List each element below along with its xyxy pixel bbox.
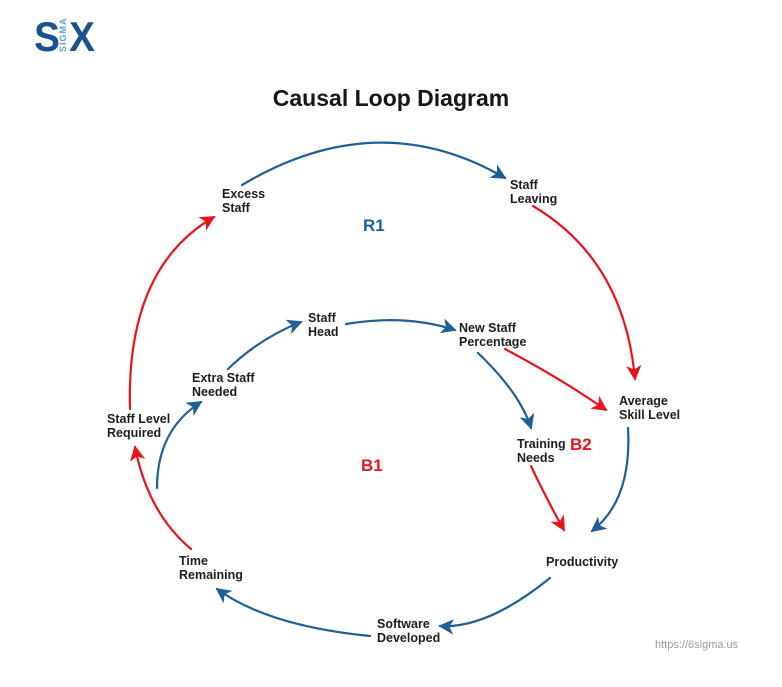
logo-letter-x: X: [69, 13, 95, 60]
arrow-staff-leaving-to-average-skill-level: [531, 204, 642, 381]
arrow-new-staff-percentage-to-average-skill-level: [503, 347, 608, 412]
page-title: Causal Loop Diagram: [272, 85, 510, 111]
logo-letter-s: S: [34, 13, 60, 60]
arrow-software-developed-to-time-remaining: [215, 587, 372, 638]
arrow-training-needs-to-productivity: [529, 464, 566, 532]
node-label-productivity: Productivity: [546, 555, 619, 569]
arrow-staff-level-required-to-excess-staff: [128, 215, 216, 411]
loop-label-R1: R1: [363, 216, 385, 235]
arrow-new-staff-percentage-to-training-needs: [476, 351, 535, 430]
arrow-staff-head-to-new-staff-percentage: [344, 318, 457, 334]
arrow-extra-staff-needed-to-staff-head: [226, 319, 303, 371]
loop-label-B2: B2: [570, 435, 592, 454]
arrow-average-skill-level-to-productivity: [590, 426, 630, 533]
six-sigma-logo: S SIGMA X: [33, 16, 95, 58]
loop-label-B1: B1: [361, 456, 383, 475]
source-url: https://6sigma.us: [655, 639, 739, 651]
arrow-excess-staff-to-staff-leaving: [240, 141, 507, 187]
arrow-time-remaining-to-extra-staff-needed: [155, 400, 203, 490]
arrow-time-remaining-to-staff-level-required: [130, 445, 193, 551]
arrow-productivity-to-software-developed: [438, 576, 552, 635]
